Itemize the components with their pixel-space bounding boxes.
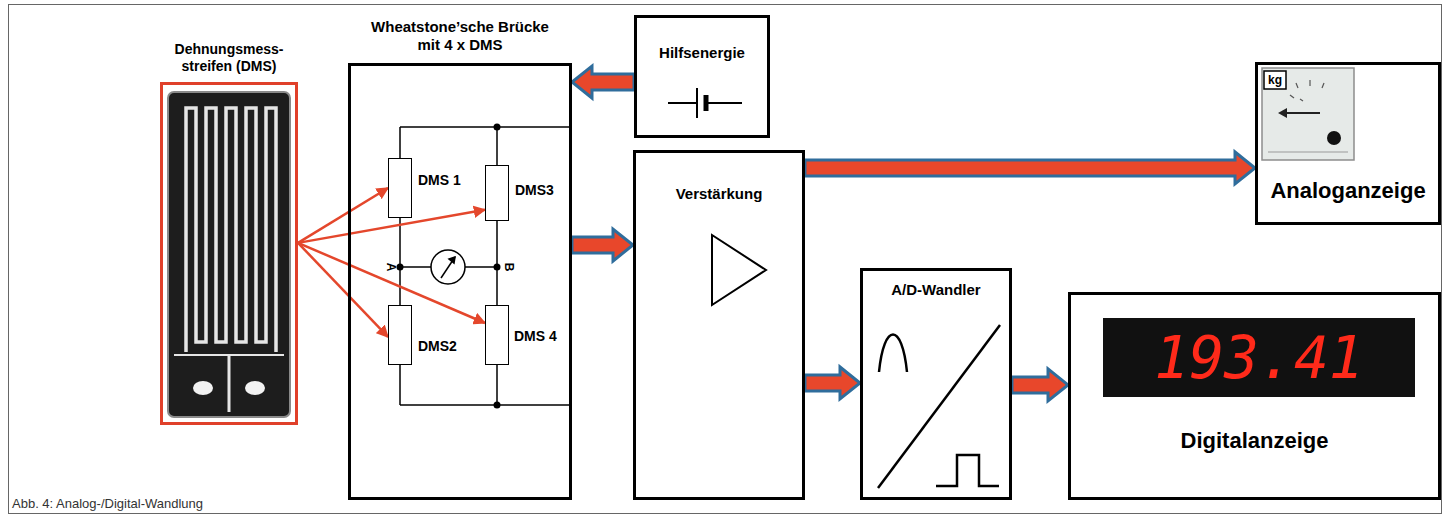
display-value: 193.41 (1154, 329, 1364, 387)
gauge-pad-edge (174, 354, 284, 356)
box-label: Hilfsenergie (637, 44, 767, 62)
wire (400, 266, 431, 268)
signal-flow-arrow (805, 367, 860, 399)
meter-symbol (431, 250, 465, 284)
wire (399, 127, 401, 158)
meter-base-line (1268, 152, 1348, 153)
analog-meter-picture (1262, 68, 1354, 160)
junction-dot (494, 264, 501, 271)
amplifier-symbol (712, 235, 766, 305)
battery-symbol (668, 88, 742, 118)
unit-label: kg (1268, 74, 1282, 86)
resistor-node: DMS2 (388, 305, 412, 365)
digital-display (1103, 318, 1415, 397)
figure-frame (9, 5, 1442, 514)
junction-dot (397, 264, 404, 271)
bridge-box: Wheatstone’sche Brücke mit 4 x DMSDMS 1D… (348, 63, 572, 500)
scale-tick (1296, 83, 1298, 88)
wire (496, 221, 498, 305)
wire (399, 218, 401, 305)
strain-gauge-arrow (298, 243, 388, 337)
signal-flow-arrow (1012, 369, 1068, 401)
power-supply-box: Hilfsenergie (634, 15, 770, 138)
meter-scale (1290, 80, 1324, 101)
box-heading: Wheatstone’sche Brücke mit 4 x DMS (363, 18, 558, 54)
strain-gauge-arrow (298, 243, 485, 323)
wire (400, 126, 572, 128)
resistor-label: DMS 4 (514, 328, 557, 345)
wire (668, 102, 697, 104)
wire (400, 404, 572, 406)
scale-tick (1322, 83, 1324, 88)
figure-caption: Abb. 4: Analog-/Digital-Wandlung (12, 496, 203, 511)
junction-dot (494, 124, 501, 131)
meter-pointer (1283, 112, 1320, 114)
gauge-grid (186, 108, 276, 352)
box-heading: Dehnungsmess- streifen (DMS) (167, 41, 292, 75)
wire (496, 365, 498, 405)
gauge-pad (245, 381, 265, 395)
resistor-label: DMS3 (515, 182, 554, 199)
meter-needle (441, 257, 455, 278)
junction-dot (494, 402, 501, 409)
resistor-node: DMS3 (485, 165, 509, 221)
analog-wave (879, 335, 907, 373)
gauge-separator (228, 355, 231, 412)
strain-gauge-box: Dehnungsmess- streifen (DMS) (160, 82, 298, 425)
unit-box (1264, 71, 1286, 89)
scale-tick (1300, 99, 1303, 101)
scale-tick (1309, 80, 1310, 86)
battery-plate (696, 88, 698, 118)
wire (496, 127, 498, 165)
node-label: B (503, 263, 515, 272)
gauge-carrier (168, 92, 290, 417)
node-label: A (385, 263, 397, 272)
resistor-node: DMS 1 (388, 158, 412, 218)
digital-display-box: Digitalanzeige (1068, 292, 1441, 500)
resistor-node: DMS 4 (485, 305, 509, 365)
battery-plate (704, 95, 709, 111)
signal-flow-arrow (572, 229, 633, 261)
resistor-label: DMS2 (418, 338, 457, 355)
wire (708, 102, 742, 104)
strain-gauge-picture (168, 92, 290, 417)
converter-diagonal (878, 325, 1000, 488)
gauge-pad (193, 381, 213, 395)
meter-needle-head (449, 257, 455, 263)
strain-gauge-arrow (298, 210, 485, 243)
ad-converter-symbol (878, 325, 1000, 488)
meter-face (1262, 68, 1354, 160)
digital-pulse (936, 455, 999, 486)
amplifier-box: Verstärkung (633, 150, 805, 500)
analog-display-box: Analoganzeige (1255, 62, 1441, 225)
resistor-label: DMS 1 (418, 172, 461, 189)
box-label: Analoganzeige (1258, 178, 1438, 204)
meter-pointer-head (1278, 108, 1287, 118)
box-label: Verstärkung (636, 185, 802, 203)
signal-flow-arrow (805, 152, 1255, 184)
box-label: Digitalanzeige (1071, 428, 1438, 454)
meter-knob (1327, 131, 1341, 145)
bridge-circuit (400, 127, 572, 405)
box-label: A/D-Wandler (863, 281, 1009, 299)
signal-flow-arrow (572, 66, 634, 98)
ad-converter-box: A/D-Wandler (860, 268, 1012, 500)
scale-tick (1290, 95, 1294, 98)
wire (465, 266, 497, 268)
wire (399, 365, 401, 405)
